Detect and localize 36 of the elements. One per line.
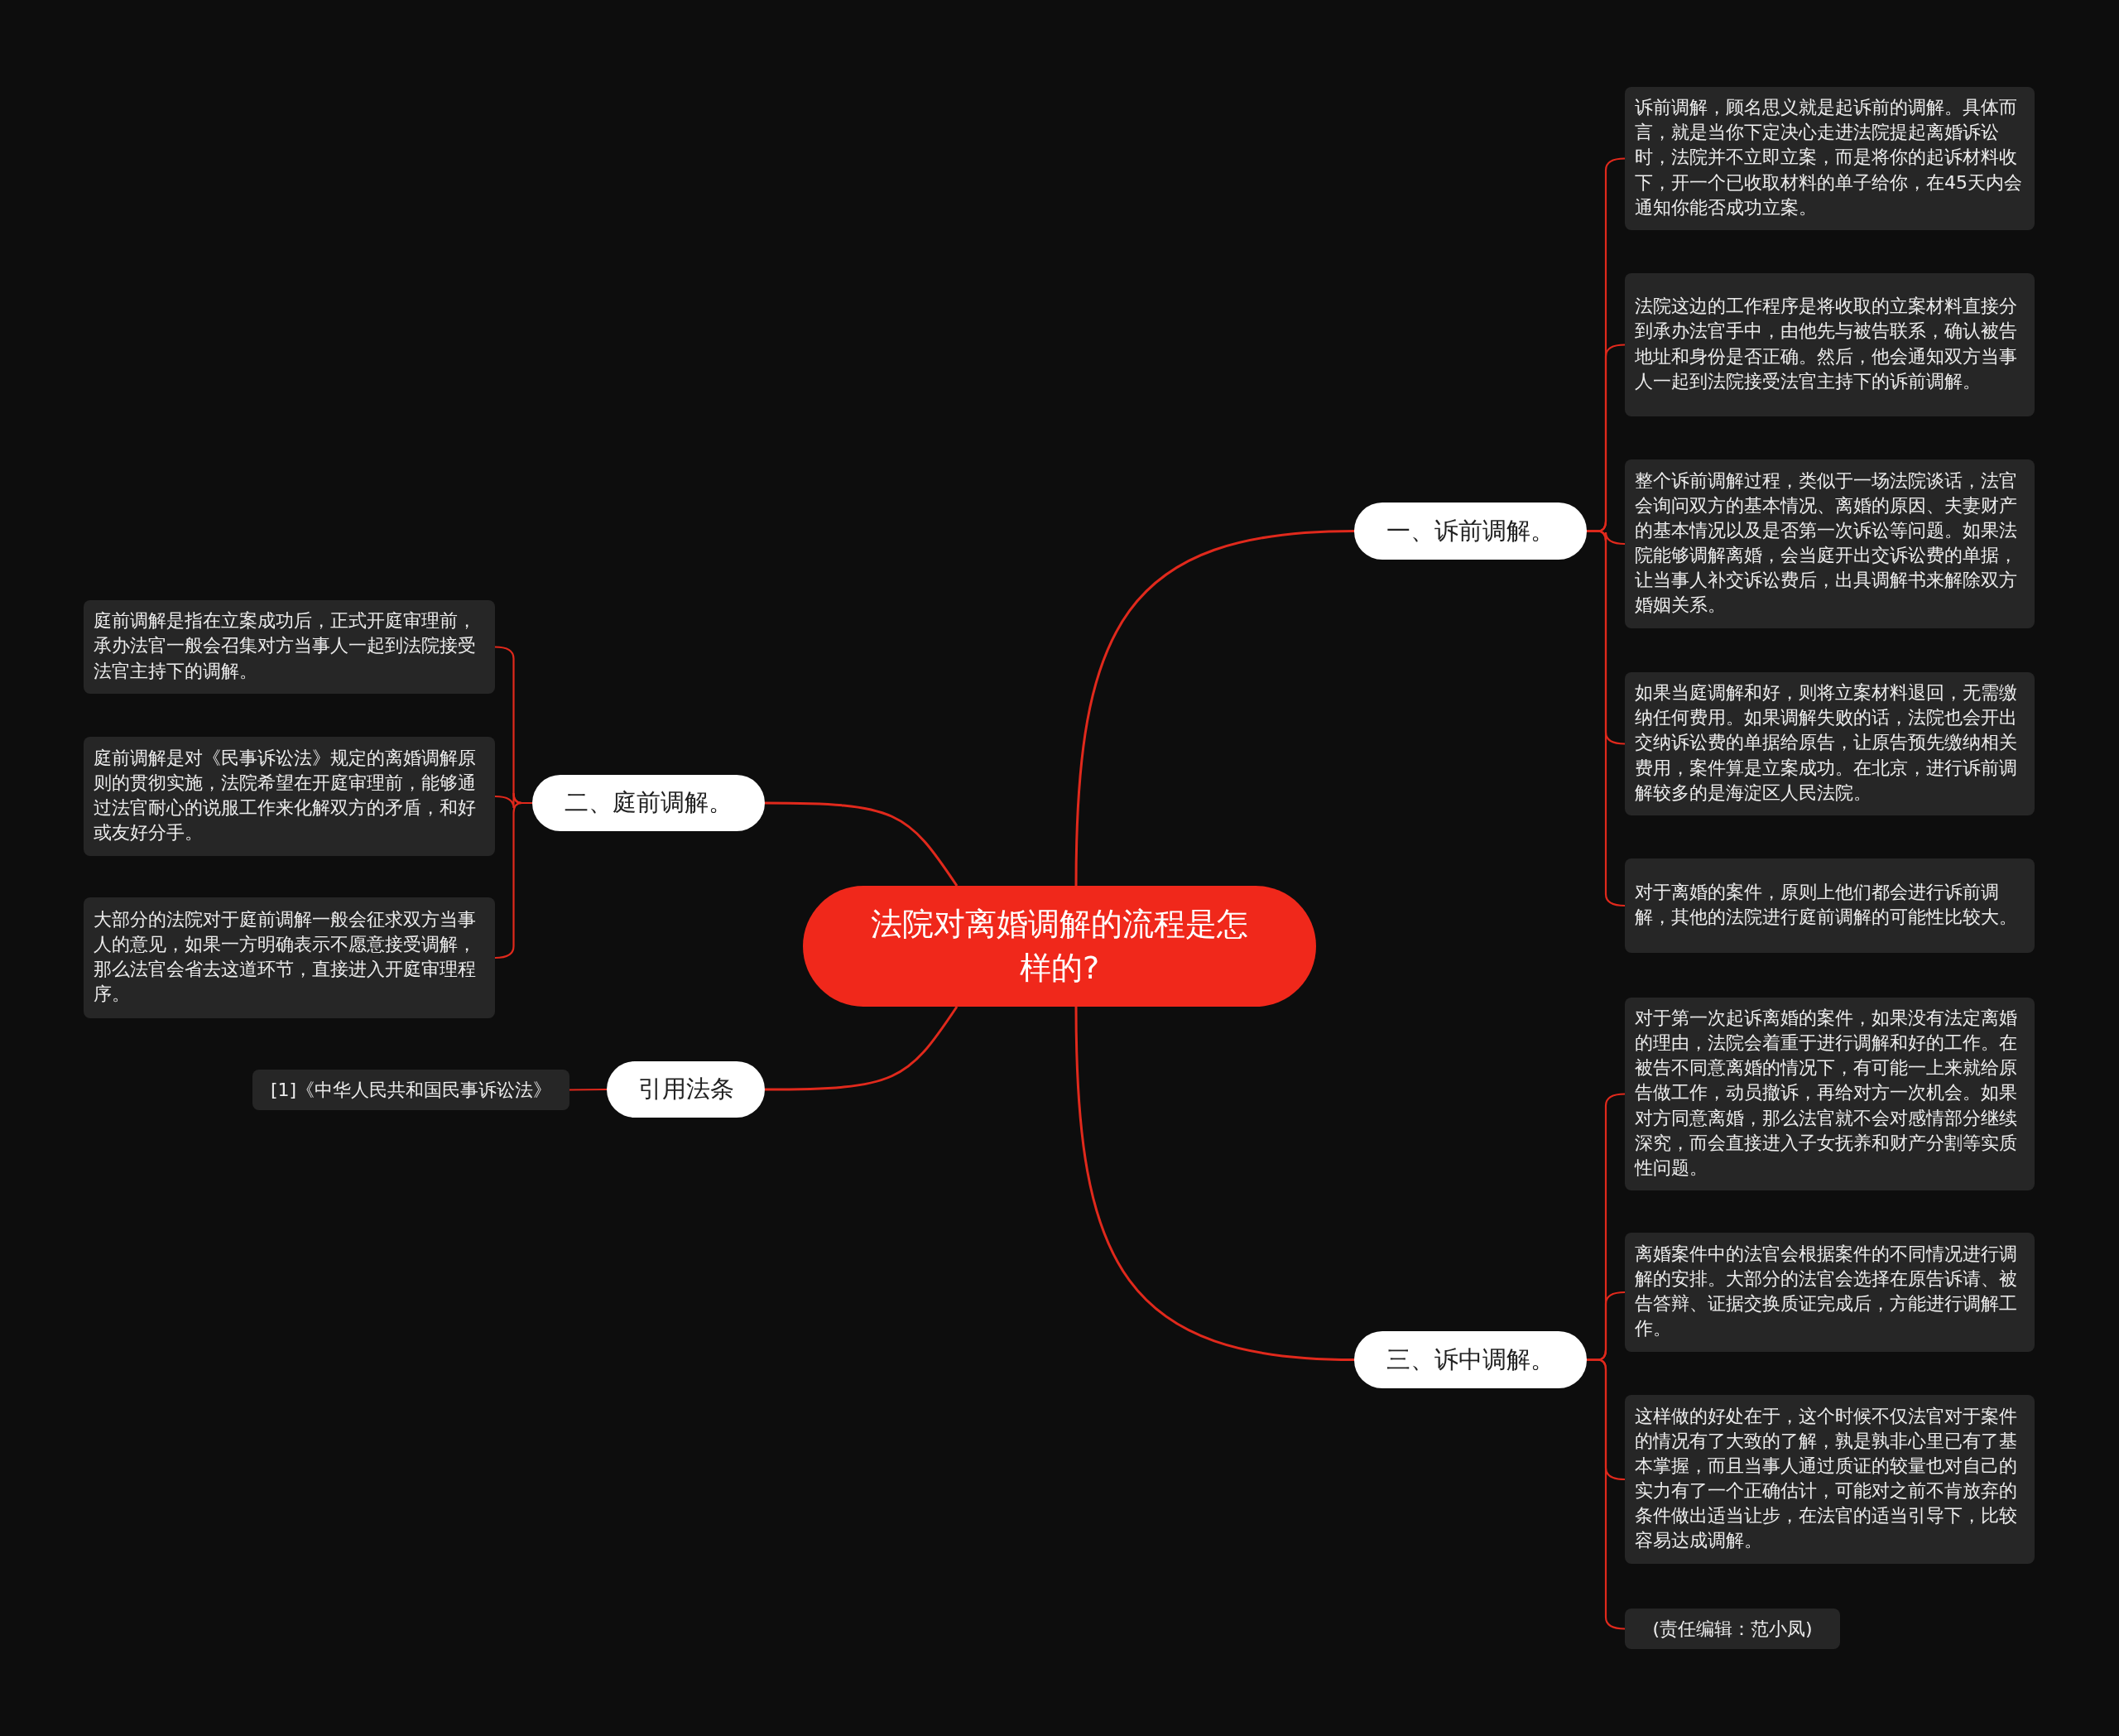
note-card — [84, 737, 495, 856]
node-text: 二、庭前调解。 — [565, 787, 733, 818]
connector-line — [1074, 1006, 1355, 1361]
node-text: 对于离婚的案件，原则上他们都会进行诉前调解，其他的法院进行庭前调解的可能性比较大。 — [1635, 880, 2018, 929]
node-text: 引用法条 — [637, 1074, 734, 1104]
note-card — [84, 897, 495, 1018]
note-card — [1625, 858, 2035, 953]
note-card — [1625, 459, 2035, 628]
node-text: 整个诉前调解过程，类似于一场法院谈话，法官会询问双方的基本情况、离婚的原因、夫妻财产的基本情况以及是否第一次诉讼等问题。如果法院能够调解离婚，会当庭开出交诉讼费的单据，让当事人补交诉讼费后，出具调解书来解除双方婚姻关系。 — [1635, 469, 2018, 618]
note-card — [1625, 998, 2035, 1190]
node-text: 庭前调解是对《民事诉讼法》规定的离婚调解原则的贯彻实施，法院希望在开庭审理前，能够通过法官耐心的说服工作来化解双方的矛盾，和好或友好分手。 — [94, 746, 477, 845]
node-text: [1]《中华人民共和国民事诉讼法》 — [270, 1078, 552, 1102]
node-text: 庭前调解是指在立案成功后，正式开庭审理前，承办法官一般会召集对方当事人一起到法院接受法官主持下的调解。 — [94, 609, 477, 683]
connector-line — [569, 1088, 607, 1091]
note-card — [1625, 1395, 2035, 1564]
node-text: 离婚案件中的法官会根据案件的不同情况进行调解的安排。大部分的法官会选择在原告诉请、被告答辩、证据交换质证完成后，方能进行调解工作。 — [1635, 1242, 2018, 1341]
connector-line — [1074, 530, 1355, 887]
node-text: (责任编辑：范小凤) — [1652, 1617, 1813, 1641]
note-card — [252, 1070, 569, 1110]
connector-line — [765, 801, 959, 887]
note-card — [1625, 672, 2035, 815]
node-text: 这样做的好处在于，这个时候不仅法官对于案件的情况有了大致的了解，孰是孰非心里已有了基本掌握，而且当事人通过质证的较量也对自己的实力有了一个正确估计，可能对之前不肯放弃的条件做出适当让步，在法官的适当引导下，比较容易达成调解。 — [1635, 1404, 2018, 1553]
node-text: 对于第一次起诉离婚的案件，如果没有法定离婚的理由，法院会着重于进行调解和好的工作。在被告不同意离婚的情况下，有可能一上来就给原告做工作，动员撤诉，再给对方一次机会。如果对方同意离婚，那么法官就不会对感情部分继续深究，而会直接进入子女抚养和财产分割等实质性问题。 — [1635, 1007, 2018, 1180]
node-text: 一、诉前调解。 — [1386, 515, 1554, 546]
note-card — [1625, 1609, 1840, 1649]
node-text: 大部分的法院对于庭前调解一般会征求双方当事人的意见，如果一方明确表示不愿意接受调解，那么法官会省去这道环节，直接进入开庭审理程序。 — [94, 907, 477, 1007]
note-card — [84, 600, 495, 694]
node-text: 诉前调解，顾名思义就是起诉前的调解。具体而言，就是当你下定决心走进法院提起离婚诉讼时，法院并不立即立案，而是将你的起诉材料收下，开一个已收取材料的单子给你，在45天内会通知你能否成功立案。 — [1635, 96, 2023, 219]
node-text: 法院这边的工作程序是将收取的立案材料直接分到承办法官手中，由他先与被告联系，确认被告地址和身份是否正确。然后，他会通知双方当事人一起到法院接受法官主持下的诉前调解。 — [1635, 295, 2018, 393]
connector-line — [765, 1006, 959, 1091]
node-text: 三、诉中调解。 — [1386, 1344, 1554, 1375]
node-text: 如果当庭调解和好，则将立案材料退回，无需缴纳任何费用。如果调解失败的话，法院也会开出交纳诉讼费的单据给原告，让原告预先缴纳相关费用，案件算是立案成功。在北京，进行诉前调解较多的是海淀区人民法院。 — [1635, 681, 2018, 805]
note-card — [1625, 87, 2035, 230]
note-card — [1625, 1233, 2035, 1352]
node-text: 法院对离婚调解的流程是怎样的? — [870, 904, 1249, 988]
note-card — [1625, 273, 2035, 416]
